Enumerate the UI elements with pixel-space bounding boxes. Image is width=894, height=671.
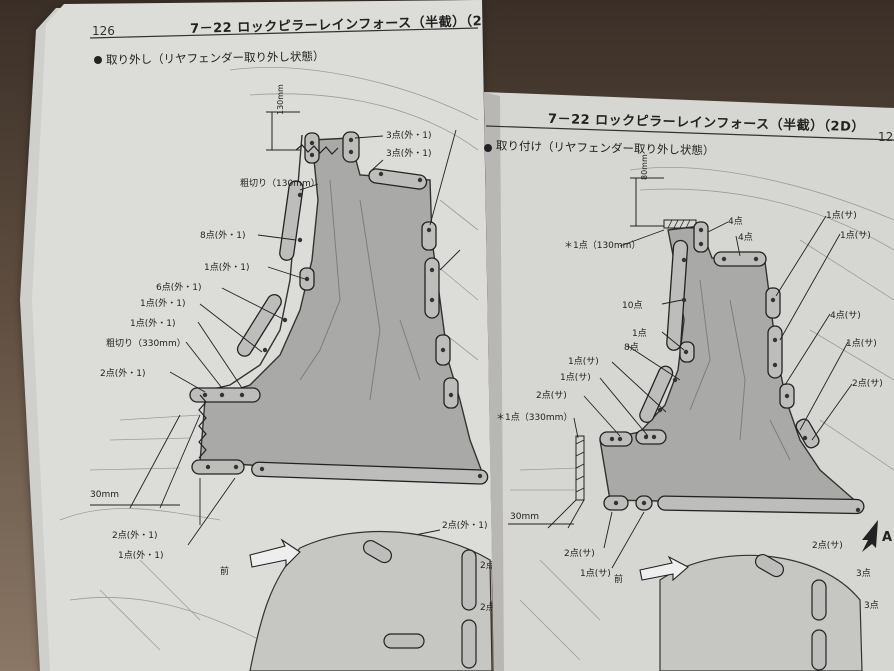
right-label-r21: A [882,530,893,545]
right-dim-30-label: 30mm [510,512,539,522]
left-label-l14: 2点 [480,561,495,571]
right-label-r01: 4点 [728,217,743,227]
left-weld-dots [202,137,483,479]
right-section-bullet-icon [484,144,492,152]
right-label-r07: 4点(サ) [830,311,861,321]
left-cut-line-lower [198,394,207,459]
left-label-l01: 3点(外・1) [386,131,432,141]
right-leader-lines [573,215,853,569]
right-weld-dots [609,227,861,513]
left-dim-30-label: 30mm [90,490,119,500]
left-label-l07: 1点(外・1) [140,299,186,309]
right-label-r15: ＊1点（330mm） [496,413,573,423]
right-label-r18: 2点(サ) [812,541,843,551]
left-label-l04: 8点(外・1) [200,231,246,241]
right-front-arrow-icon [639,555,689,582]
left-header-rule [89,27,479,39]
right-background-lines [510,167,894,661]
right-label-r10: 8点 [624,343,639,353]
right-label-r16: 2点(サ) [564,549,595,559]
right-label-r13: 2点(サ) [852,379,883,389]
right-label-r06: 10点 [622,301,643,311]
left-label-l16: 前 [220,567,230,577]
right-label-r08: 1点 [632,329,647,339]
left-label-l12: 1点(外・1) [118,551,164,561]
left-label-l09: 粗切り（330mm） [106,339,186,349]
left-label-l02: 3点(外・1) [386,149,432,159]
left-section-bullet-icon [94,56,102,64]
right-label-r17: 1点(サ) [580,569,611,579]
left-background-lines [59,67,479,651]
left-weld-strips [189,131,489,485]
left-label-l03: 粗切り（130mm） [240,179,320,189]
left-label-l10: 2点(外・1) [100,369,146,379]
right-label-r05: 1点(サ) [840,231,871,241]
right-label-r09: 1点(サ) [846,339,877,349]
left-cut-line-upper [295,144,339,155]
right-label-r20: 3点 [864,601,879,611]
right-page-gutter-shadow [484,92,504,671]
right-label-r22: 前 [614,575,624,585]
right-label-r14: 2点(サ) [536,391,567,401]
right-page-number: 12 [878,130,894,144]
right-panel-contours [689,279,791,461]
right-label-r11: 1点(サ) [568,357,599,367]
right-label-r03: ＊1点（130mm） [564,241,641,251]
left-front-arrow-icon [249,538,301,568]
left-label-l13: 2点(外・1) [442,521,488,531]
left-page-number: 126 [92,24,115,38]
right-header-rule [485,125,894,141]
right-label-r04: 1点(サ) [826,211,857,221]
left-label-l06: 6点(外・1) [156,283,202,293]
left-inset-detail [249,530,493,671]
left-label-l08: 1点(外・1) [130,319,176,329]
right-dim-80-label: 80mm [640,154,649,180]
right-view-a-arrow-icon [862,520,878,552]
right-label-r19: 3点 [856,569,871,579]
right-label-r12: 1点(サ) [560,373,591,383]
left-label-l11: 2点(外・1) [112,531,158,541]
right-label-r02: 4点 [738,233,753,243]
left-label-l05: 1点(外・1) [204,263,250,273]
left-label-l15: 2点 [480,603,495,613]
left-panel-contours [299,179,421,401]
